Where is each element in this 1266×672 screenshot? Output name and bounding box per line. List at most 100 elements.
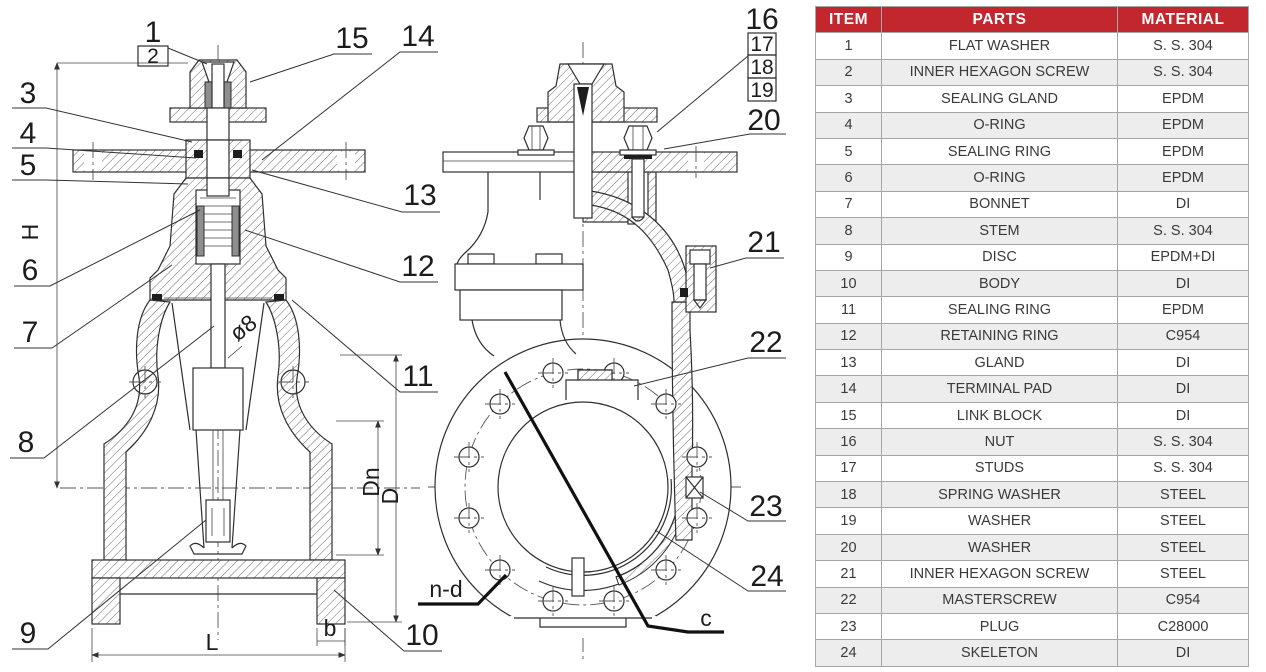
cell-material: S. S. 304: [1117, 32, 1249, 60]
callout-21: 21: [747, 226, 780, 259]
cell-part: WASHER: [881, 533, 1118, 562]
cell-material: DI: [1117, 349, 1249, 377]
dim-H: H: [17, 224, 43, 241]
cell-part: MASTERSCREW: [881, 586, 1118, 614]
callout-22: 22: [749, 326, 782, 359]
cell-part: BONNET: [881, 190, 1118, 219]
cell-part: INNER HEXAGON SCREW: [881, 58, 1118, 87]
column-header-item: ITEM: [815, 5, 882, 34]
cell-part: NUT: [881, 428, 1118, 456]
cell-item: 10: [815, 269, 882, 298]
cell-part: SEALING GLAND: [881, 85, 1118, 113]
callout-4: 4: [20, 117, 37, 150]
callout-5: 5: [20, 149, 37, 182]
cell-part: LINK BLOCK: [881, 401, 1118, 430]
callout-20: 20: [747, 104, 780, 137]
dim-b: b: [324, 615, 337, 641]
callout-15: 15: [335, 22, 368, 55]
cell-part: STUDS: [881, 454, 1118, 483]
cell-part: SPRING WASHER: [881, 481, 1118, 509]
cell-item: 12: [815, 322, 882, 351]
callout-1: 1: [145, 16, 162, 49]
cell-material: DI: [1117, 401, 1249, 430]
cell-item: 13: [815, 349, 882, 377]
cell-item: 6: [815, 164, 882, 192]
valve-sectional-views: H: [10, 3, 786, 662]
dim-stem-diameter: ø8: [224, 309, 261, 346]
cell-material: EPDM: [1117, 111, 1249, 139]
cell-part: SKELETON: [881, 639, 1118, 667]
cell-material: EPDM+DI: [1117, 243, 1249, 271]
cell-material: STEEL: [1117, 481, 1249, 509]
cell-part: SEALING RING: [881, 296, 1118, 324]
dim-section-c: c: [700, 605, 712, 631]
cell-item: 5: [815, 137, 882, 166]
cell-item: 3: [815, 85, 882, 113]
cell-item: 9: [815, 243, 882, 271]
cell-part: WASHER: [881, 507, 1118, 535]
cell-item: 18: [815, 481, 882, 509]
cell-material: C954: [1117, 322, 1249, 351]
cell-material: DI: [1117, 269, 1249, 298]
callout-23: 23: [749, 490, 782, 523]
callout-12: 12: [401, 250, 434, 283]
dim-D: D: [377, 488, 403, 505]
cell-material: EPDM: [1117, 85, 1249, 113]
cell-item: 15: [815, 401, 882, 430]
cell-material: C28000: [1117, 612, 1249, 641]
cell-item: 7: [815, 190, 882, 219]
cell-material: EPDM: [1117, 296, 1249, 324]
side-section-view: H: [10, 16, 442, 662]
callout-3: 3: [20, 77, 37, 110]
front-half-section-view: c n-d 16 17 18 19 20 21 22 23 24: [418, 3, 786, 660]
cell-item: 21: [815, 560, 882, 588]
callout-14: 14: [401, 20, 434, 53]
cell-material: EPDM: [1117, 164, 1249, 192]
cell-item: 11: [815, 296, 882, 324]
cell-item: 1: [815, 32, 882, 60]
cell-part: DISC: [881, 243, 1118, 271]
cell-part: STEM: [881, 217, 1118, 245]
cell-part: PLUG: [881, 612, 1118, 641]
cell-part: RETAINING RING: [881, 322, 1118, 351]
cell-part: GLAND: [881, 349, 1118, 377]
cell-part: O-RING: [881, 164, 1118, 192]
callout-8: 8: [18, 426, 35, 459]
cell-material: S. S. 304: [1117, 58, 1249, 87]
callout-9: 9: [20, 617, 37, 650]
callout-10: 10: [405, 619, 438, 652]
callout-16: 16: [745, 3, 778, 36]
column-header-parts: PARTS: [881, 5, 1118, 34]
cell-material: STEEL: [1117, 560, 1249, 588]
bolt-holes: [454, 358, 712, 616]
dim-Dn: Dn: [358, 467, 384, 496]
cell-item: 16: [815, 428, 882, 456]
cell-item: 4: [815, 111, 882, 139]
callout-24: 24: [750, 560, 783, 593]
cell-material: DI: [1117, 190, 1249, 219]
column-header-material: MATERIAL: [1117, 5, 1249, 34]
callout-19: 19: [750, 79, 773, 102]
callout-17: 17: [750, 33, 773, 56]
cell-item: 24: [815, 639, 882, 667]
cell-part: SEALING RING: [881, 137, 1118, 166]
cell-item: 17: [815, 454, 882, 483]
